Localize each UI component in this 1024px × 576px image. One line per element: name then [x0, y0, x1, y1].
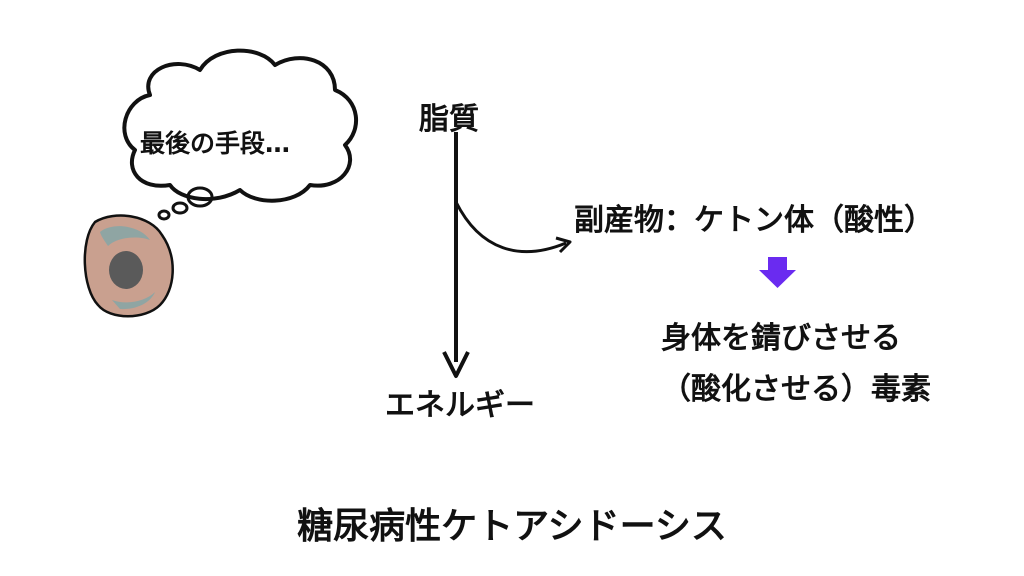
fat-cell-icon — [83, 214, 174, 318]
thought-text: 最後の手段… — [140, 129, 291, 158]
source-label: 脂質 — [419, 102, 479, 137]
effect-text-line1: 身体を錆びさせる — [661, 321, 901, 356]
branch-arrow-curve — [454, 201, 567, 254]
effect-text-line2: （酸化させる）毒素 — [661, 372, 931, 407]
thought-bubble-dot-medium — [171, 201, 189, 215]
main-arrow-head — [442, 351, 470, 378]
byproduct-label: 副産物：ケトン体（酸性） — [574, 203, 934, 238]
page-title: 糖尿病性ケトアシドーシス — [297, 506, 727, 547]
thought-cloud — [122, 48, 359, 203]
thought-bubble-dot-large — [186, 186, 214, 208]
thought-bubble-dot-small — [157, 209, 171, 221]
energy-label: エネルギー — [385, 388, 535, 423]
down-arrow-icon — [759, 257, 796, 288]
branch-arrow-head — [555, 236, 572, 254]
